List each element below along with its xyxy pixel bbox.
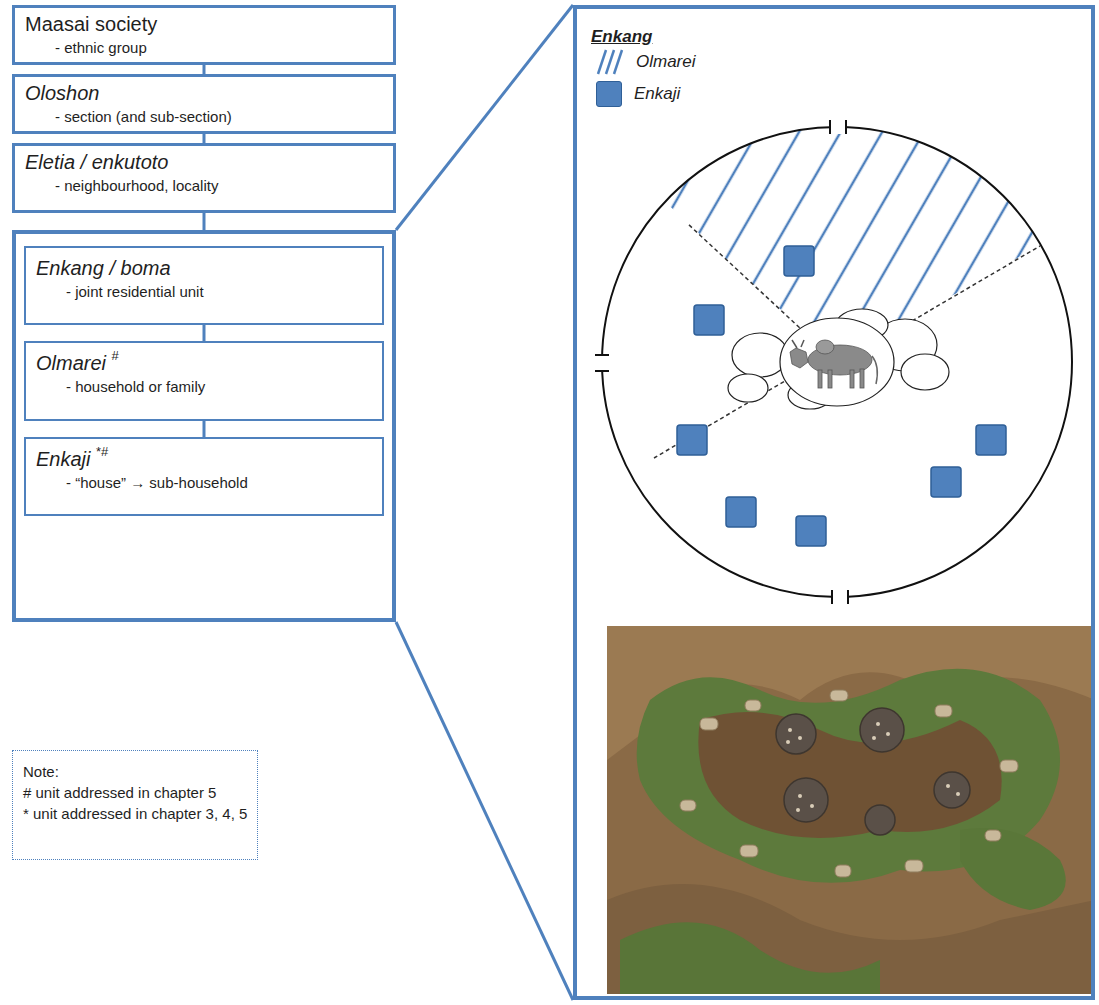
level-name: Oloshon — [25, 81, 383, 105]
footnote-mark: # — [112, 348, 119, 363]
connector — [204, 421, 205, 437]
connector — [204, 65, 205, 74]
legend-swatch — [596, 81, 622, 107]
connector-line — [396, 5, 573, 230]
level-name: Enkang / boma — [36, 256, 372, 280]
note-box: Note:# unit addressed in chapter 5* unit… — [12, 750, 258, 860]
sector-dividers — [654, 224, 1040, 458]
note-line: * unit addressed in chapter 3, 4, 5 — [23, 803, 247, 824]
legend-hatch — [596, 48, 624, 76]
connector — [396, 622, 573, 1000]
legend-entry: Enkaji — [596, 81, 680, 107]
house-symbols — [677, 246, 1006, 546]
connector-line — [396, 622, 573, 1000]
level-name: Olmarei — [36, 352, 106, 374]
enclosure-fence — [595, 120, 1072, 604]
level-name: Eletia / enkutoto — [25, 150, 383, 174]
level-box: Enkang / boma - joint residential unit — [24, 246, 384, 325]
note-line: Note: — [23, 761, 247, 782]
legend-label: Olmarei — [636, 52, 696, 72]
connector-line — [203, 134, 206, 143]
legend-entry: Olmarei — [596, 48, 696, 76]
note-line: # unit addressed in chapter 5 — [23, 782, 247, 803]
level-heading: Enkaji *# — [36, 447, 372, 471]
level-box: Maasai society - ethnic group — [12, 5, 396, 65]
hatch-stroke — [614, 50, 622, 74]
level-box: Oloshon - section (and sub-section) — [12, 74, 396, 134]
aerial-photo — [607, 626, 1095, 994]
level-description: - section (and sub-section) — [25, 107, 383, 126]
level-box: Eletia / enkutoto - neighbourhood, locali… — [12, 143, 396, 213]
hatch-stroke — [598, 50, 606, 74]
level-heading: Olmarei # — [36, 351, 372, 375]
group-frame: Enkang / boma - joint residential unitOlm… — [12, 230, 396, 622]
connector-line — [203, 325, 206, 341]
level-description: - joint residential unit — [36, 282, 372, 301]
hatched-sector — [543, 0, 1099, 362]
panel-title: Enkang — [591, 27, 652, 47]
level-box: Enkaji *# - “house” → sub-household — [24, 437, 384, 516]
connector — [204, 213, 205, 230]
connector-line — [203, 421, 206, 437]
livestock-kraal — [728, 309, 949, 409]
connector-line — [203, 65, 206, 74]
level-box: Olmarei # - household or family — [24, 341, 384, 421]
connector — [204, 134, 205, 143]
cow-figure — [790, 340, 877, 388]
level-description: - household or family — [36, 377, 372, 396]
connector — [204, 325, 205, 341]
level-description: - neighbourhood, locality — [25, 176, 383, 195]
zoom-panel: Enkang — [573, 5, 1095, 1000]
level-name: Maasai society — [25, 12, 383, 36]
footnote-mark: *# — [96, 444, 108, 459]
level-description: - “house” → sub-household — [36, 473, 372, 492]
connector-line — [203, 213, 206, 230]
hatch-stroke — [606, 50, 614, 74]
level-name: Enkaji — [36, 448, 90, 470]
level-description: - ethnic group — [25, 38, 383, 57]
connector — [396, 5, 573, 230]
legend-label: Enkaji — [634, 84, 680, 104]
